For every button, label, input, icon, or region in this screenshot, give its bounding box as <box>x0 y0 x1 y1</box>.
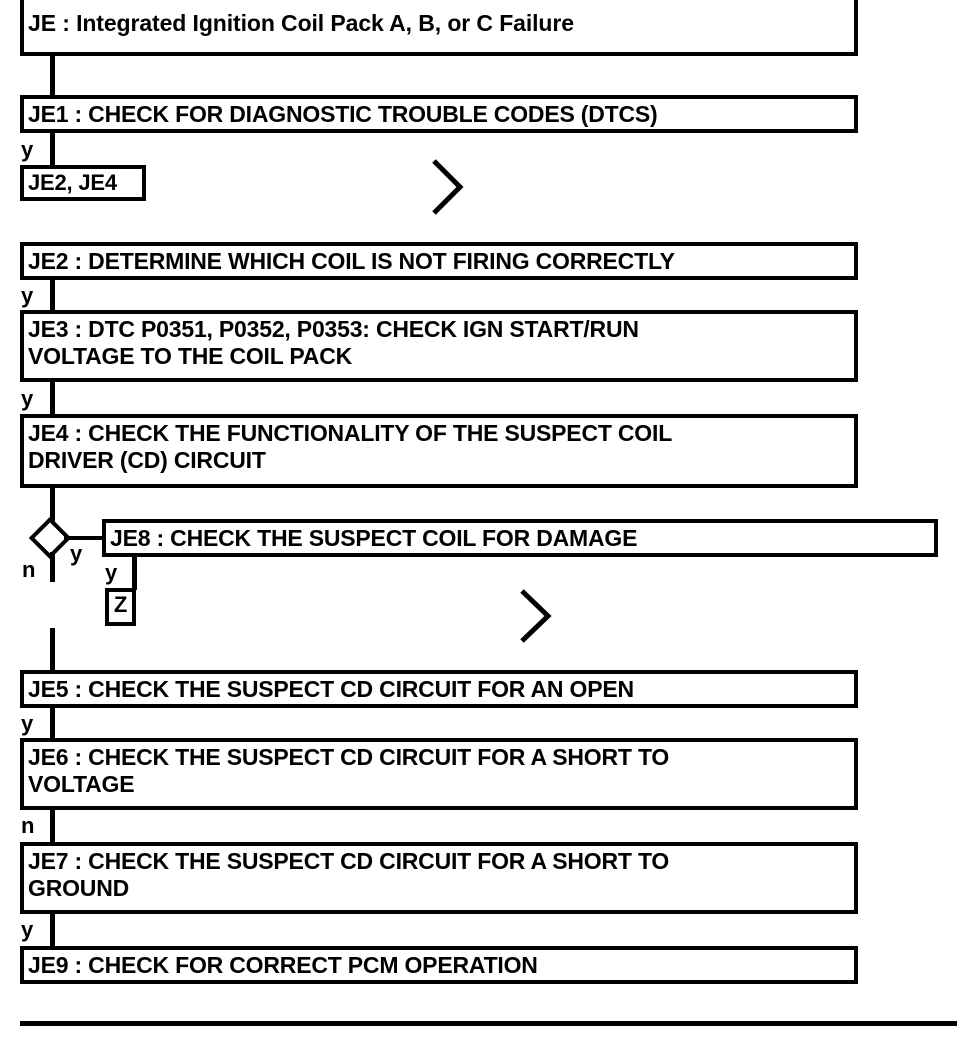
node-je9[interactable]: JE9 : CHECK FOR CORRECT PCM OPERATION <box>20 946 858 984</box>
node-ref-je2-je4[interactable]: JE2, JE4 <box>20 165 146 201</box>
connector-decision-no-down-a <box>50 552 55 582</box>
node-je7[interactable]: JE7 : CHECK THE SUSPECT CD CIRCUIT FOR A… <box>20 842 858 914</box>
connector-je3-to-je4 <box>50 382 55 414</box>
branch-label-je3-yes: y <box>21 386 34 411</box>
connector-je6-to-je7 <box>50 810 55 842</box>
connector-je4-to-decision <box>50 488 55 526</box>
node-je4[interactable]: JE4 : CHECK THE FUNCTIONALITY OF THE SUS… <box>20 414 858 488</box>
node-je8[interactable]: JE8 : CHECK THE SUSPECT COIL FOR DAMAGE <box>102 519 938 557</box>
node-je5[interactable]: JE5 : CHECK THE SUSPECT CD CIRCUIT FOR A… <box>20 670 858 708</box>
node-je1[interactable]: JE1 : CHECK FOR DIAGNOSTIC TROUBLE CODES… <box>20 95 858 133</box>
node-je-title[interactable]: JE : Integrated Ignition Coil Pack A, B,… <box>20 0 858 56</box>
branch-label-je6-no: n <box>21 813 35 838</box>
connector-je-to-je1 <box>50 55 55 95</box>
connector-je1-to-ref1 <box>50 133 55 167</box>
node-je6[interactable]: JE6 : CHECK THE SUSPECT CD CIRCUIT FOR A… <box>20 738 858 810</box>
connector-je2-to-je3 <box>50 280 55 310</box>
node-je3[interactable]: JE3 : DTC P0351, P0352, P0353: CHECK IGN… <box>20 310 858 382</box>
chevron-right-icon-1 <box>430 158 466 216</box>
branch-label-decision-yes: y <box>70 541 83 566</box>
branch-label-decision-no: n <box>22 557 36 582</box>
branch-label-je2-yes: y <box>21 283 34 308</box>
connector-decision-yes-to-je8 <box>64 536 106 540</box>
connector-decision-no-down-b <box>50 628 55 670</box>
connector-je7-to-je9 <box>50 914 55 946</box>
node-ref-z[interactable]: Z <box>105 588 136 626</box>
footer-divider <box>20 1021 957 1026</box>
connector-je8-to-refz <box>132 557 137 590</box>
branch-label-je1-yes: y <box>21 137 34 162</box>
branch-label-je8-yes: y <box>105 560 118 585</box>
node-je2[interactable]: JE2 : DETERMINE WHICH COIL IS NOT FIRING… <box>20 242 858 280</box>
branch-label-je5-yes: y <box>21 711 34 736</box>
chevron-right-icon-2 <box>518 588 554 644</box>
connector-je5-to-je6 <box>50 708 55 738</box>
branch-label-je7-yes: y <box>21 917 34 942</box>
